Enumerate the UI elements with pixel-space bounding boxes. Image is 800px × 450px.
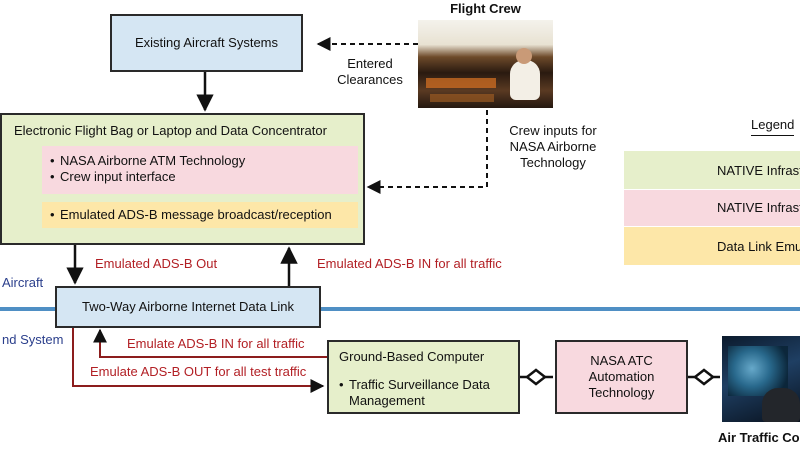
data-link-box: Two-Way Airborne Internet Data Link: [55, 286, 321, 328]
efb-item-adsb-emulation: Emulated ADS-B message broadcast/recepti…: [50, 207, 350, 223]
ground-computer-item-line1: Traffic Surveillance Data: [339, 377, 490, 393]
ground-adsb-out-label: Emulate ADS-B OUT for all test traffic: [90, 364, 307, 379]
ground-computer-title: Ground-Based Computer: [339, 349, 485, 364]
arrow-ground-in: [93, 328, 327, 358]
legend-label-native-green: NATIVE Infrastr: [717, 163, 800, 178]
nasa-atc-line2: Automation: [588, 369, 655, 384]
nasa-atc-line1: NASA ATC: [590, 353, 653, 368]
ground-system-section-label: nd System: [2, 332, 64, 347]
diamond-atc-controller: [692, 368, 716, 386]
efb-item-crew-input: Crew input interface: [50, 169, 350, 185]
legend-item-native-pink: NATIVE Infrastr: [624, 190, 800, 226]
crew-inputs-label: Crew inputs for NASA Airborne Technology: [494, 123, 612, 171]
diamond-ground-atc: [524, 368, 548, 386]
air-traffic-controller-photo: [722, 336, 800, 422]
nasa-atc-label: NASA ATC Automation Technology: [589, 353, 655, 401]
efb-box: Electronic Flight Bag or Laptop and Data…: [0, 113, 365, 245]
adsb-in-label: Emulated ADS-B IN for all traffic: [317, 256, 502, 271]
existing-aircraft-systems-box: Existing Aircraft Systems: [110, 14, 303, 72]
efb-yellow-panel: Emulated ADS-B message broadcast/recepti…: [42, 202, 358, 228]
crew-inputs-line1: Crew inputs for: [509, 123, 597, 138]
efb-pink-panel: NASA Airborne ATM Technology Crew input …: [42, 146, 358, 194]
efb-title: Electronic Flight Bag or Laptop and Data…: [14, 123, 327, 138]
entered-clearances-line2: Clearances: [337, 72, 403, 87]
ground-computer-box: Ground-Based Computer Traffic Surveillan…: [327, 340, 520, 414]
entered-clearances-label: Entered Clearances: [325, 56, 415, 88]
legend-item-data-link: Data Link Emul: [624, 227, 800, 265]
adsb-out-label: Emulated ADS-B Out: [95, 256, 218, 271]
existing-aircraft-systems-label: Existing Aircraft Systems: [134, 35, 279, 50]
efb-item-nasa-atm: NASA Airborne ATM Technology: [50, 153, 350, 169]
flight-crew-title: Flight Crew: [450, 1, 521, 16]
ground-computer-item-line2: Management: [349, 393, 425, 408]
ground-computer-item: Traffic Surveillance Data Management: [339, 377, 490, 409]
flight-crew-photo: [418, 20, 553, 108]
aircraft-section-label: Aircraft: [2, 275, 44, 290]
arrow-ground-out: [72, 328, 325, 393]
nasa-atc-line3: Technology: [588, 385, 655, 400]
data-link-label: Two-Way Airborne Internet Data Link: [82, 299, 294, 314]
air-traffic-control-label: Air Traffic Co: [718, 430, 800, 445]
entered-clearances-line1: Entered: [347, 56, 393, 71]
legend-title: Legend: [751, 117, 795, 136]
crew-inputs-line3: Technology: [520, 155, 586, 170]
legend-label-data-link: Data Link Emul: [717, 239, 800, 254]
arrow-crew-inputs-to-efb: [366, 110, 488, 194]
legend-item-native-green: NATIVE Infrastr: [624, 151, 800, 189]
ground-adsb-in-label: Emulate ADS-B IN for all traffic: [127, 336, 305, 351]
nasa-atc-box: NASA ATC Automation Technology: [555, 340, 688, 414]
crew-inputs-line2: NASA Airborne: [509, 139, 597, 154]
legend-label-native-pink: NATIVE Infrastr: [717, 200, 800, 215]
